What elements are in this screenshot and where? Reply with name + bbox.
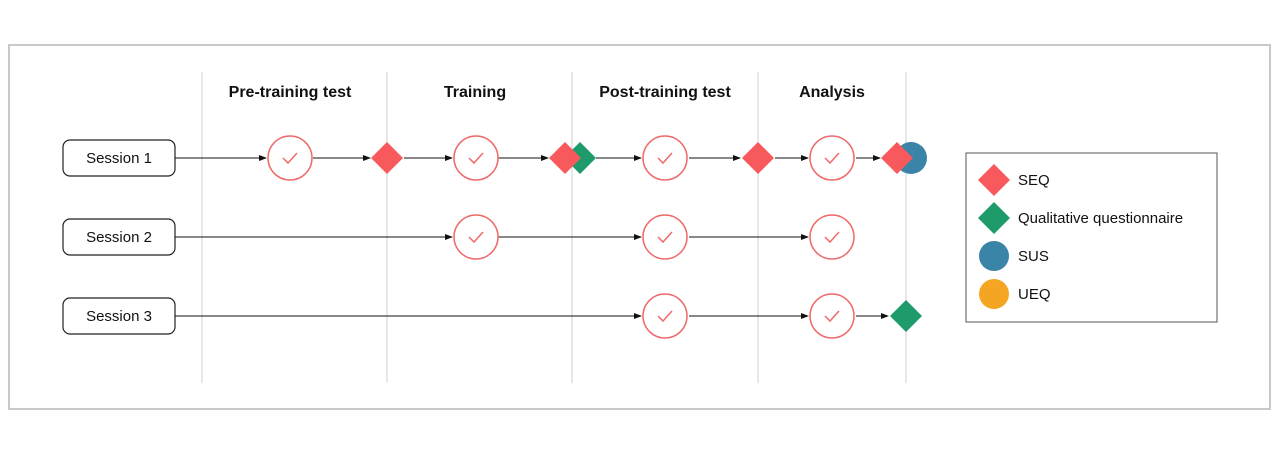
legend: SEQ Qualitative questionnaire SUS UEQ xyxy=(965,152,1218,323)
checkpoint-node xyxy=(642,135,688,181)
seq-diamond xyxy=(742,142,774,174)
checkpoint-node xyxy=(453,135,499,181)
session-label: Session 3 xyxy=(86,308,152,325)
legend-label: SUS xyxy=(1018,248,1049,265)
checkpoint-node xyxy=(809,135,855,181)
session-label: Session 2 xyxy=(86,229,152,246)
legend-label: SEQ xyxy=(1018,172,1050,189)
sus-circle-icon xyxy=(979,241,1009,271)
checkpoint-node xyxy=(809,214,855,260)
session-box-2: Session 2 xyxy=(62,218,176,256)
checkpoint-node xyxy=(642,214,688,260)
legend-item-ueq: UEQ xyxy=(979,279,1051,309)
phase-title-training: Training xyxy=(444,84,506,101)
checkmark-icon xyxy=(468,152,484,165)
session-3-flow xyxy=(175,293,922,339)
phase-titles: Pre-training test Training Post-training… xyxy=(229,84,865,101)
checkmark-icon xyxy=(657,310,673,323)
checkmark-icon xyxy=(657,231,673,244)
legend-label: Qualitative questionnaire xyxy=(1018,210,1183,227)
session-box-1: Session 1 xyxy=(62,139,176,177)
checkpoint-node xyxy=(809,293,855,339)
seq-diamond xyxy=(881,142,913,174)
legend-item-seq: SEQ xyxy=(978,164,1050,196)
diagram-frame xyxy=(8,44,1271,410)
session-label: Session 1 xyxy=(86,150,152,167)
checkmark-icon xyxy=(657,152,673,165)
checkmark-icon xyxy=(282,152,298,165)
checkpoint-node xyxy=(453,214,499,260)
phase-dividers xyxy=(201,72,907,383)
phase-title-pre-training: Pre-training test xyxy=(229,84,352,101)
checkmark-icon xyxy=(824,152,840,165)
phase-title-post-training: Post-training test xyxy=(599,84,731,101)
checkmark-icon xyxy=(824,231,840,244)
session-2-flow xyxy=(175,214,855,260)
session-1-flow xyxy=(175,135,927,181)
seq-diamond-icon xyxy=(978,164,1010,196)
phase-title-analysis: Analysis xyxy=(799,84,865,101)
seq-diamond xyxy=(371,142,403,174)
checkmark-icon xyxy=(468,231,484,244)
qualitative-questionnaire-diamond xyxy=(890,300,922,332)
legend-item-qualitative-questionnaire: Qualitative questionnaire xyxy=(978,202,1183,234)
ueq-circle-icon xyxy=(979,279,1009,309)
checkmark-icon xyxy=(824,310,840,323)
checkpoint-node xyxy=(267,135,313,181)
legend-item-sus: SUS xyxy=(979,241,1049,271)
qualitative-questionnaire-diamond-icon xyxy=(978,202,1010,234)
checkpoint-node xyxy=(642,293,688,339)
seq-diamond xyxy=(549,142,581,174)
legend-label: UEQ xyxy=(1018,286,1051,303)
session-box-3: Session 3 xyxy=(62,297,176,335)
session-boxes: Session 1 Session 2 Session 3 xyxy=(62,139,176,335)
